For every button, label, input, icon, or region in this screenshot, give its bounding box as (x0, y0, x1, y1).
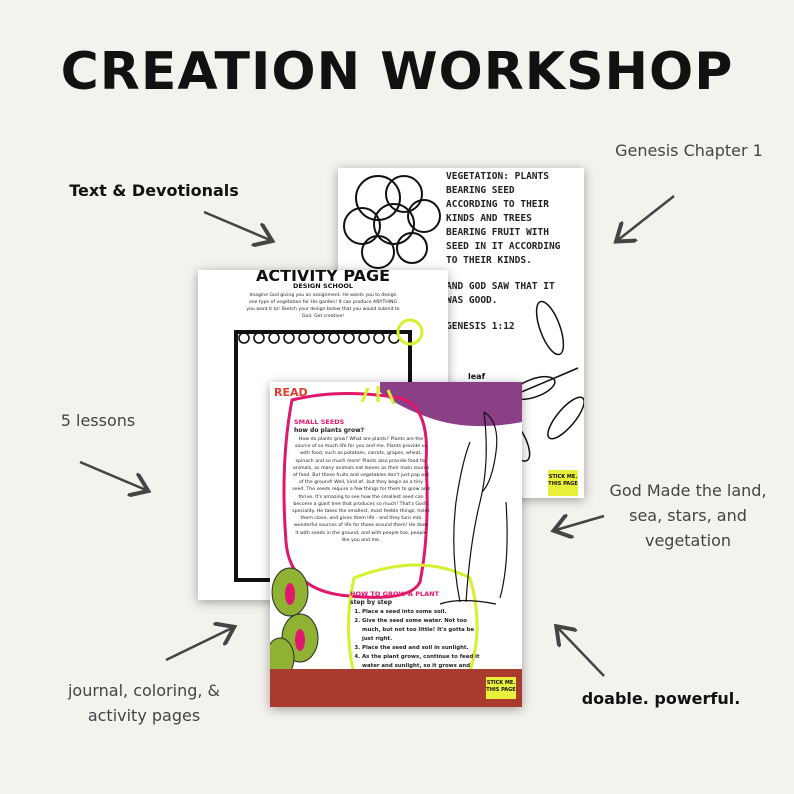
sticker-line: THIS PAGE (486, 687, 516, 693)
verse-line: SEED IN IT ACCORDING (446, 241, 561, 252)
section-subtitle-small-seeds: how do plants grow? (294, 427, 365, 434)
arrow-journal (165, 628, 232, 662)
spiral-binding-icon (238, 318, 424, 346)
verse-line: BEARING SEED (446, 185, 515, 196)
verse-line: VEGETATION: PLANTS (446, 171, 549, 182)
grow-step: Give the seed some water. Not too much, … (362, 617, 482, 644)
verse-line: KINDS AND TREES (446, 213, 532, 224)
section-subtitle-grow: step by step (350, 599, 392, 606)
sticker-line: STICK ME. (486, 680, 516, 686)
leaf-label: leaf (468, 372, 486, 381)
activity-body: Imagine God giving you an assignment. He… (246, 293, 400, 319)
read-page-artwork (270, 382, 522, 694)
grow-step: Place a seed into some soil. (362, 608, 482, 617)
label-god-made-line3: vegetation (644, 531, 732, 550)
label-journal-line2: activity pages (87, 706, 201, 725)
verse-line: WAS GOOD. (446, 295, 498, 306)
label-god-made-line1: God Made the land, (609, 481, 767, 500)
read-tag: READ (274, 386, 308, 399)
arrow-lessons (79, 460, 146, 490)
verse-line: TO THEIR KINDS. (446, 255, 532, 266)
activity-subtitle: DESIGN SCHOOL (292, 282, 354, 290)
section-title-small-seeds: SMALL SEEDS (294, 418, 345, 426)
label-lessons: 5 lessons (60, 411, 136, 430)
verse-line: BEARING FRUIT WITH (446, 227, 549, 238)
section-title-grow: HOW TO GROW A PLANT (350, 590, 440, 598)
sticker-line: THIS PAGE (548, 481, 578, 487)
arrow-god-made (556, 516, 605, 530)
arrow-text-devotionals (203, 210, 270, 240)
arrow-genesis (618, 195, 675, 240)
sticker-line: STICK ME. (548, 474, 578, 480)
label-god-made: God Made the land, sea, stars, and veget… (598, 478, 778, 553)
small-seeds-body: How do plants grow? What are plants? Pla… (292, 437, 430, 543)
arrow-doable (558, 628, 605, 677)
verse-reference: GENESIS 1:12 (446, 321, 515, 332)
verse-line: AND GOD SAW THAT IT (446, 281, 555, 292)
label-genesis: Genesis Chapter 1 (615, 141, 763, 160)
genesis-verse: VEGETATION: PLANTS BEARING SEED ACCORDIN… (446, 170, 580, 334)
verse-line: ACCORDING TO THEIR (446, 199, 549, 210)
label-journal-line1: journal, coloring, & (67, 681, 221, 700)
label-doable: doable. powerful. (581, 689, 741, 708)
sticker-badge: STICK ME. THIS PAGE (548, 470, 578, 496)
label-text-devotionals: Text & Devotionals (69, 181, 239, 200)
page-title: CREATION WORKSHOP (60, 42, 734, 102)
activity-title: ACTIVITY PAGE (255, 270, 391, 285)
label-journal: journal, coloring, & activity pages (56, 678, 232, 728)
grow-step: Place the seed and soil in sunlight. (362, 644, 482, 653)
sticker-badge: STICK ME. THIS PAGE (486, 677, 516, 699)
tree-illustration (343, 175, 443, 281)
read-page: READ SMALL SEEDS how do plants grow? How… (270, 382, 522, 707)
label-god-made-line2: sea, stars, and (629, 506, 747, 525)
page-footer-bar (270, 669, 522, 707)
